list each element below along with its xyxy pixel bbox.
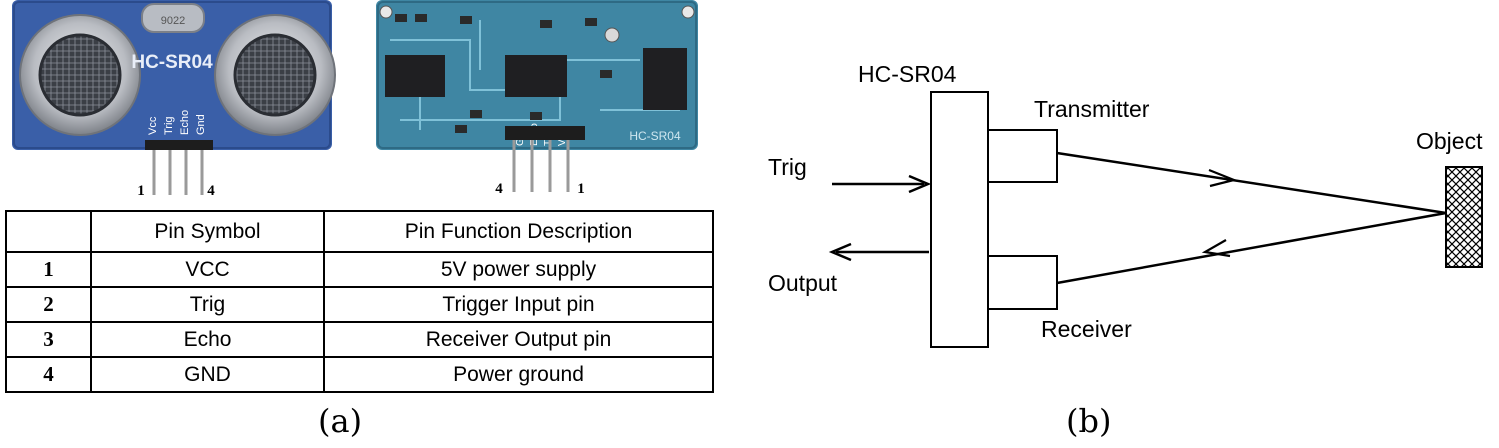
table-header-cell: Pin Function Description	[323, 210, 714, 253]
transmitter-label: Transmitter	[1034, 96, 1150, 122]
pin-symbol-cell: Trig	[90, 286, 325, 323]
table-header-cell: Pin Symbol	[90, 210, 325, 253]
table-row: 1 VCC 5V power supply	[5, 251, 714, 288]
module-photos: 9022 HC-SR04 Vcc Trig Echo Gnd 1 4	[12, 0, 698, 199]
ic-chip-1	[385, 55, 445, 97]
back-pin-header	[505, 126, 585, 140]
front-pin-label-gnd: Gnd	[195, 114, 207, 135]
front-pin-label-vcc: Vcc	[147, 116, 159, 135]
pin-number-cell: 2	[5, 286, 92, 323]
caption-a: (a)	[318, 402, 363, 440]
ic-chip-2	[505, 55, 567, 97]
object-label: Object	[1416, 128, 1483, 154]
back-pin-number-1: 1	[577, 181, 585, 197]
crystal-oscillator	[141, 3, 205, 33]
receiver-label: Receiver	[1041, 316, 1132, 342]
pin-number-cell: 4	[5, 356, 92, 393]
reflected-wave-path	[1056, 211, 1447, 285]
output-label: Output	[768, 270, 838, 296]
pin-description-cell: Receiver Output pin	[323, 321, 714, 358]
receiver-block	[987, 255, 1058, 310]
front-pin-number-1: 1	[137, 183, 145, 199]
pin-symbol-cell: VCC	[90, 251, 325, 288]
pin-description-table: Pin Symbol Pin Function Description 1 VC…	[5, 210, 714, 393]
front-pin-label-echo: Echo	[179, 110, 191, 135]
caption-b: (b)	[1066, 402, 1112, 440]
crystal-marking: 9022	[161, 15, 185, 27]
pin-description-cell: Trigger Input pin	[323, 286, 714, 323]
front-pin-label-trig: Trig	[163, 116, 175, 135]
pin-description-cell: 5V power supply	[323, 251, 714, 288]
table-row: 2 Trig Trigger Input pin	[5, 286, 714, 323]
front-pin-number-4: 4	[207, 183, 215, 199]
table-row: 4 GND Power ground	[5, 356, 714, 393]
object-block	[1445, 166, 1483, 268]
trig-arrow	[832, 174, 932, 194]
back-module-label: HC-SR04	[629, 129, 681, 143]
module-back: HC-SR04 Gnd Echo Trig Vcc 4 1	[376, 0, 698, 197]
emitted-wave-path	[1056, 151, 1447, 215]
trig-label: Trig	[768, 154, 807, 180]
table-header-row: Pin Symbol Pin Function Description	[5, 210, 714, 253]
module-label: HC-SR04	[858, 61, 957, 87]
pin-description-cell: Power ground	[323, 356, 714, 393]
back-pin-number-4: 4	[495, 181, 503, 197]
ic-chip-3	[643, 48, 687, 110]
front-pin-header	[145, 140, 213, 150]
output-arrow	[828, 242, 929, 262]
hc-sr04-block	[930, 91, 989, 348]
front-module-label: HC-SR04	[131, 52, 213, 73]
table-header-cell	[5, 210, 92, 253]
pin-symbol-cell: Echo	[90, 321, 325, 358]
pin-number-cell: 3	[5, 321, 92, 358]
transmitter-block	[987, 129, 1058, 183]
pin-number-cell: 1	[5, 251, 92, 288]
module-front: 9022 HC-SR04 Vcc Trig Echo Gnd 1 4	[12, 0, 336, 199]
table-row: 3 Echo Receiver Output pin	[5, 321, 714, 358]
pin-symbol-cell: GND	[90, 356, 325, 393]
